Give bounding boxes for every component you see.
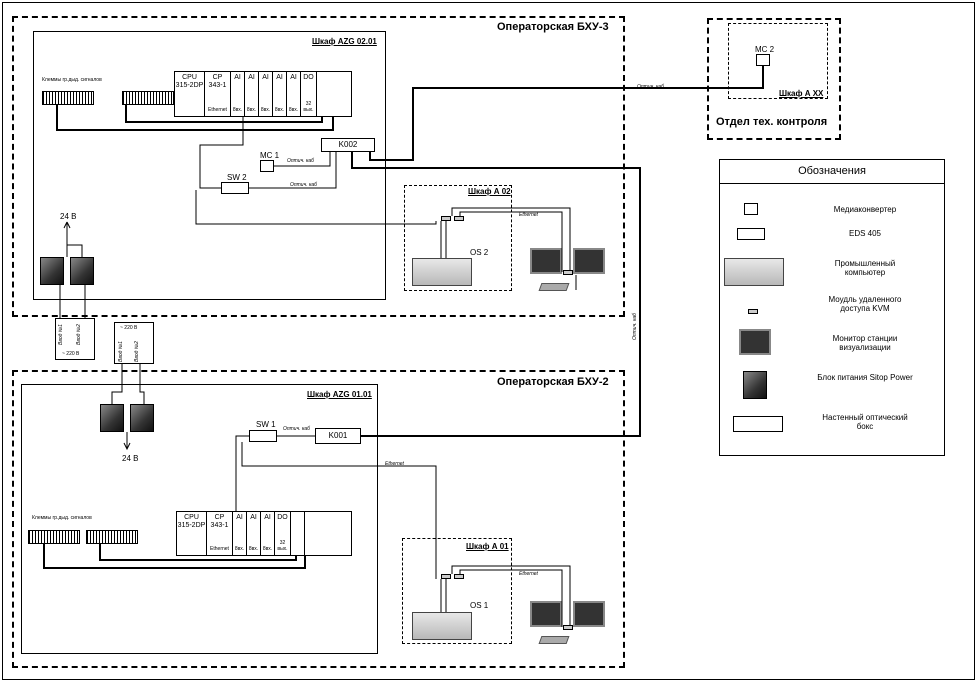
legend-item-label: Монитор станции визуализации: [832, 334, 898, 352]
legend-item-label: Настенный оптический бокс: [822, 413, 908, 431]
legend-item-label: Блок питания Sitop Power: [817, 373, 913, 382]
terminals-label-top: Клеммы гр.дыд. сигналов: [42, 77, 102, 83]
os1-pc[interactable]: [412, 612, 472, 640]
plc-bottom-slot-1: CPU 315-2DP: [177, 512, 207, 555]
mc2-label: MC 2: [755, 45, 775, 54]
wire-label-optic-3: Оптич. каб: [290, 182, 317, 188]
k002-box[interactable]: K002: [321, 138, 375, 152]
kvm-a01-desk: [563, 625, 573, 630]
cabinet-azg0201-title: Шкаф AZG 02.01: [312, 37, 377, 46]
zone-tech: [707, 18, 841, 140]
wire-label-optic-2: Оптич. каб: [287, 158, 314, 164]
terminals-label-bottom: Клеммы гр.дыд. сигналов: [32, 515, 92, 521]
psu-bottom-1: [100, 404, 124, 432]
k002-label: K002: [338, 140, 358, 149]
wire-label-ethernet-2: Ethernet: [385, 461, 404, 467]
power-220-top: ~ 220 В: [62, 351, 80, 357]
sw1-label: SW 1: [256, 420, 276, 429]
v24-bottom-label: 24 В: [122, 454, 139, 463]
mc1-label: MC 1: [260, 151, 280, 160]
sw2-label: SW 2: [227, 173, 247, 182]
plc-top-slot-1: CPU 315-2DP: [175, 72, 205, 116]
sw1-icon[interactable]: [249, 430, 277, 442]
legend-item-label: Медиаконвертер: [833, 205, 897, 214]
kvm-a01-2: [454, 574, 464, 579]
terminal-block-bottom-2: [86, 530, 138, 544]
cabinet-axx-title: Шкаф А ХХ: [779, 89, 824, 98]
kvm-a02-1: [441, 216, 451, 221]
kvm-a02-2: [454, 216, 464, 221]
monitor-a01-2: [573, 601, 605, 627]
kvm-a01-1: [441, 574, 451, 579]
kvm-module-icon: [748, 309, 758, 314]
v24-top-label: 24 В: [60, 212, 77, 221]
zone-bku2-title: Операторская БХУ-2: [497, 376, 609, 388]
zone-bku3: [12, 16, 625, 317]
wire-label-optic-5: Оптич. каб: [283, 426, 310, 432]
cabinet-a02-title: Шкаф А 02: [468, 187, 511, 196]
switch-icon: [737, 228, 765, 240]
zone-bku3-title: Операторская БХУ-3: [497, 21, 609, 33]
legend-title: Обозначения: [798, 165, 866, 177]
psu-top-1: [40, 257, 64, 285]
terminal-block-top-2: [122, 91, 174, 105]
kvm-a02-desk: [563, 270, 573, 275]
sw2-icon[interactable]: [221, 182, 249, 194]
zone-bku2: [12, 370, 625, 668]
monitor-a02-2: [573, 248, 605, 274]
power-input-bottom: [114, 322, 154, 364]
monitor-icon: [739, 329, 771, 355]
legend-item-label: Моудль удаленного доступа KVM: [828, 295, 902, 313]
industrial-pc-icon: [724, 258, 784, 286]
monitor-a02-1: [530, 248, 562, 274]
cabinet-a01-title: Шкаф А 01: [466, 542, 509, 551]
power-supply-icon: [743, 371, 767, 399]
media-converter-icon: [744, 203, 758, 215]
monitor-a01-1: [530, 601, 562, 627]
zone-tech-title: Отдел тех. контроля: [716, 116, 828, 128]
optical-box-icon: [733, 416, 783, 432]
cabinet-a01: [402, 538, 512, 644]
os1-label: OS 1: [470, 601, 489, 610]
power-220-bottom: ~ 220 В: [120, 325, 138, 331]
k001-box[interactable]: K001: [315, 428, 361, 444]
plc-bottom-slot-7: [291, 512, 305, 555]
terminal-block-bottom-1: [28, 530, 80, 544]
os2-pc[interactable]: [412, 258, 472, 286]
cabinet-axx: [728, 23, 828, 99]
cabinet-azg0101-title: Шкаф AZG 01.01: [307, 390, 372, 399]
psu-top-2: [70, 257, 94, 285]
os2-label: OS 2: [470, 248, 489, 257]
legend-item-label: Промышленный компьютер: [834, 259, 896, 277]
legend-divider: [719, 183, 945, 184]
cabinet-a02: [404, 185, 512, 291]
mc2-icon[interactable]: [756, 54, 770, 66]
k001-label: K001: [328, 431, 348, 440]
wire-label-ethernet-1: Ethernet: [519, 212, 538, 218]
wire-label-ethernet-3: Ethernet: [519, 571, 538, 577]
mc1-icon[interactable]: [260, 160, 274, 172]
terminal-block-top-1: [42, 91, 94, 105]
legend-item-label: EDS 405: [848, 229, 882, 238]
power-input-top: [55, 318, 95, 360]
psu-bottom-2: [130, 404, 154, 432]
